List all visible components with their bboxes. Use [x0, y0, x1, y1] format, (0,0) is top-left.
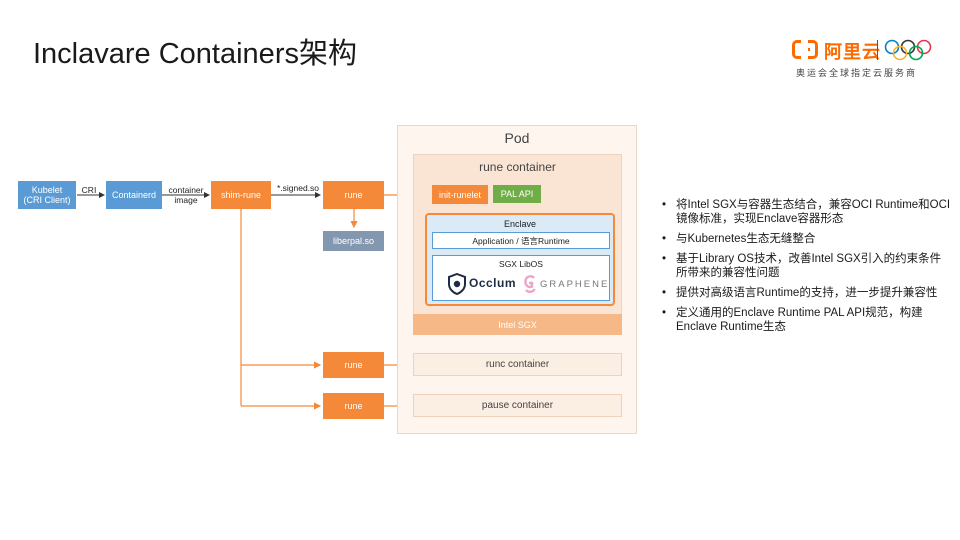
- logo-slogan: 奥运会全球指定云服务商: [796, 68, 918, 78]
- shim-rune-box: shim-rune: [211, 181, 271, 209]
- bullet-icon: •: [662, 233, 667, 245]
- alibaba-cloud-logo: 阿里云: [792, 35, 942, 62]
- occlum-logo: Occlum: [447, 272, 517, 296]
- logo-divider: [877, 40, 878, 60]
- sgx-libos-box: [432, 255, 610, 301]
- olympic-rings-icon: [884, 39, 932, 61]
- pause-container-box: pause container: [413, 394, 622, 417]
- init-runelet-box: init-runelet: [432, 185, 488, 204]
- rune-runc-box: rune: [323, 352, 384, 378]
- list-item: •将Intel SGX与容器生态结合，兼容OCI Runtime和OCI镜像标准…: [662, 199, 951, 225]
- bullet-icon: •: [662, 287, 667, 299]
- list-item: •定义通用的Enclave Runtime PAL API规范，构建Enclav…: [662, 307, 923, 333]
- container-image-label: container image: [168, 185, 204, 205]
- cri-label: CRI: [81, 185, 97, 195]
- pod-title: Pod: [504, 130, 530, 146]
- sgx-libos-title: SGX LibOS: [499, 259, 543, 269]
- list-item: •与Kubernetes生态无缝整合: [662, 233, 816, 245]
- graphene-g-icon: [524, 275, 536, 293]
- graphene-logo: GRAPHENE: [523, 274, 607, 294]
- enclave-title: Enclave: [503, 219, 537, 229]
- logo-brand: 阿里云: [824, 42, 881, 62]
- liberpal-box: liberpal.so: [323, 231, 384, 251]
- pal-api-box: PAL API: [493, 185, 541, 203]
- rune-pause-box: rune: [323, 393, 384, 419]
- list-item: •基于Library OS技术，改善Intel SGX引入的约束条件所带来的兼容…: [662, 253, 942, 279]
- bullet-icon: •: [662, 199, 667, 211]
- page-title: Inclavare Containers架构: [33, 38, 357, 70]
- containerd-box: Containerd: [106, 181, 162, 209]
- graphene-text: GRAPHENE: [540, 279, 610, 290]
- application-runtime-box: Application / 语言Runtime: [432, 232, 610, 249]
- intel-sgx-box: Intel SGX: [413, 314, 622, 335]
- signed-so-label: *.signed.so: [276, 183, 320, 193]
- kubelet-box: Kubelet (CRI Client): [18, 181, 76, 209]
- bullet-icon: •: [662, 307, 667, 319]
- runc-container-box: runc container: [413, 353, 622, 376]
- list-item: •提供对高级语言Runtime的支持，进一步提升兼容性: [662, 287, 938, 299]
- rune-container-title: rune container: [479, 160, 556, 174]
- occlum-text: Occlum: [469, 276, 517, 290]
- occlum-shield-icon: [448, 273, 466, 295]
- bullet-icon: •: [662, 253, 667, 265]
- feature-list: •将Intel SGX与容器生态结合，兼容OCI Runtime和OCI镜像标准…: [662, 198, 952, 340]
- rune-box: rune: [323, 181, 384, 209]
